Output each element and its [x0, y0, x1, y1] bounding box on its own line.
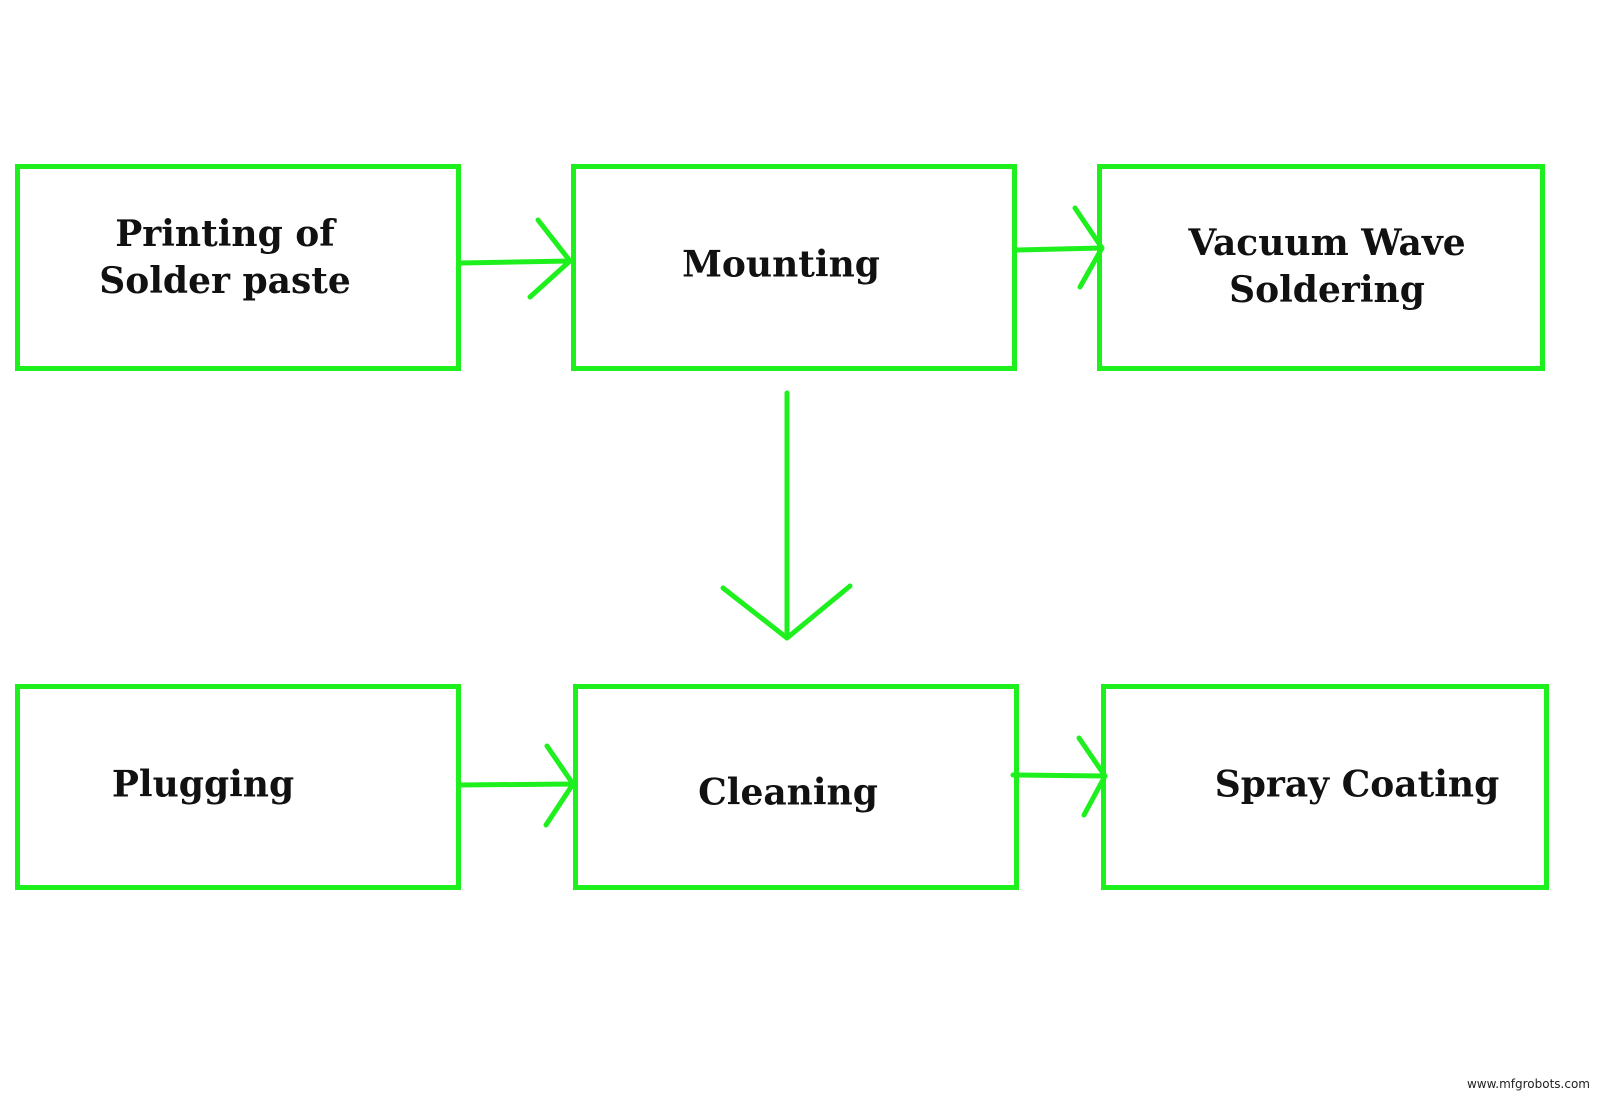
step-box-mounting: [571, 164, 1017, 371]
arrow-mounting-to-cleaning: [720, 390, 853, 641]
step-label-plugging: Plugging: [111, 763, 295, 806]
step-label-spray-coating: Spray Coating: [1214, 763, 1500, 806]
step-label-vacuum-wave-soldering: Vacuum Wave Soldering: [1188, 222, 1466, 311]
arrow-printing-to-mounting: [458, 217, 573, 300]
step-box-cleaning: [573, 684, 1019, 890]
arrow-plugging-to-cleaning: [456, 743, 576, 828]
watermark-text: www.mfgrobots.com: [1466, 1077, 1590, 1091]
step-box-spray-coating: [1101, 684, 1549, 890]
arrow-mounting-to-vacuum-wave-soldering: [1014, 205, 1105, 290]
step-label-mounting: Mounting: [682, 243, 880, 286]
step-box-vacuum-wave-soldering: [1097, 164, 1545, 371]
arrow-cleaning-to-spray-coating: [1010, 735, 1108, 818]
step-label-printing-of-solder-paste: Printing of Solder paste: [99, 213, 351, 302]
step-box-printing-of-solder-paste: [15, 164, 461, 371]
step-label-cleaning: Cleaning: [698, 771, 878, 814]
